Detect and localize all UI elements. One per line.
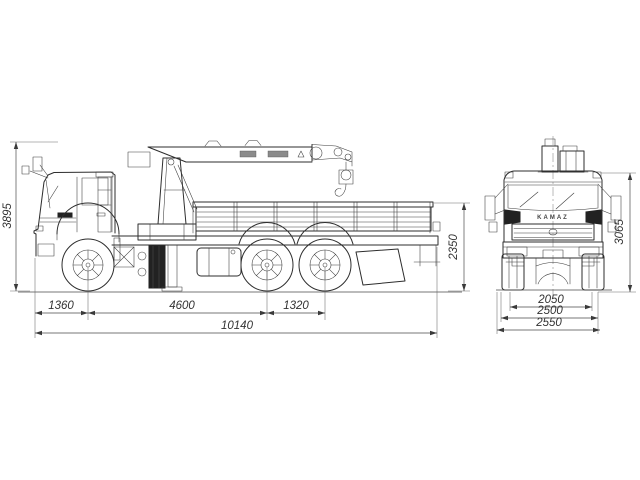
headlamp-left xyxy=(506,246,528,257)
dim-track-width: 2050 xyxy=(537,294,564,306)
side-vent xyxy=(585,209,602,225)
boom-placard xyxy=(239,150,257,158)
marker-lamp xyxy=(504,171,514,179)
cargo-bed xyxy=(192,201,441,234)
windshield xyxy=(507,184,599,211)
air-intake-stack xyxy=(95,171,114,233)
taillight xyxy=(432,221,441,232)
grab-handle-left xyxy=(488,221,498,233)
cab-front: KAMAZ xyxy=(484,170,622,259)
grille xyxy=(511,223,595,241)
headlight xyxy=(35,225,44,232)
lift-cylinder xyxy=(173,164,198,213)
mirror-right xyxy=(610,195,622,221)
rear-underrun xyxy=(413,244,441,267)
dim-front-overhang: 1360 xyxy=(48,300,74,312)
dimensions-side: 3895 2350 1360 4600 1320 xyxy=(2,141,470,338)
grille-badge: KAMAZ xyxy=(537,215,569,221)
dim-overall-width: 2550 xyxy=(535,317,562,329)
equipment-box xyxy=(148,245,166,289)
cab-side xyxy=(21,156,121,261)
side-vent xyxy=(504,209,521,225)
crane-column xyxy=(157,157,187,225)
dim-wheelbase: 4600 xyxy=(169,300,195,312)
hook-block xyxy=(334,161,354,197)
crane-boom xyxy=(147,140,353,167)
grab-handle-right xyxy=(607,221,617,233)
front-view: KAMAZ xyxy=(484,136,636,334)
tire-left xyxy=(501,253,525,291)
outrigger-foot xyxy=(161,286,183,292)
chassis-frame xyxy=(111,222,441,292)
fuel-tank xyxy=(196,247,242,277)
crane-base xyxy=(137,223,197,241)
dim-cab-height: 3065 xyxy=(614,219,626,245)
dim-rear-axle-spacing: 1320 xyxy=(283,300,309,312)
crane-front xyxy=(537,138,589,173)
operator-console xyxy=(127,151,151,168)
dim-overall-length: 10140 xyxy=(221,320,254,332)
dim-cab-width: 2500 xyxy=(536,305,563,317)
battery-box xyxy=(113,246,135,268)
side-view: 3895 2350 1360 4600 1320 xyxy=(2,140,470,338)
wipers xyxy=(519,191,575,210)
boom-placard xyxy=(267,150,289,158)
rear-toolbox xyxy=(355,248,406,286)
mirror-left xyxy=(484,195,496,221)
dimensions-front: 3065 2050 2500 2550 xyxy=(496,172,636,334)
warning-triangle-icon xyxy=(297,150,305,158)
tire-right xyxy=(581,253,605,291)
headlamp-right xyxy=(578,246,600,257)
logo-icon xyxy=(548,228,558,236)
mirror-side xyxy=(32,156,43,172)
cab-step xyxy=(37,243,55,257)
bumper-step xyxy=(542,249,564,259)
dim-overall-height: 3895 xyxy=(2,203,14,229)
crane-side xyxy=(127,140,354,241)
front-axle xyxy=(496,253,612,291)
rear-mudguards xyxy=(238,222,354,245)
hook-icon xyxy=(334,183,347,197)
marker-lamp xyxy=(592,171,602,179)
wide-mirror-side xyxy=(21,165,30,175)
outrigger-leg xyxy=(167,244,178,288)
dim-body-height: 2350 xyxy=(448,234,460,261)
